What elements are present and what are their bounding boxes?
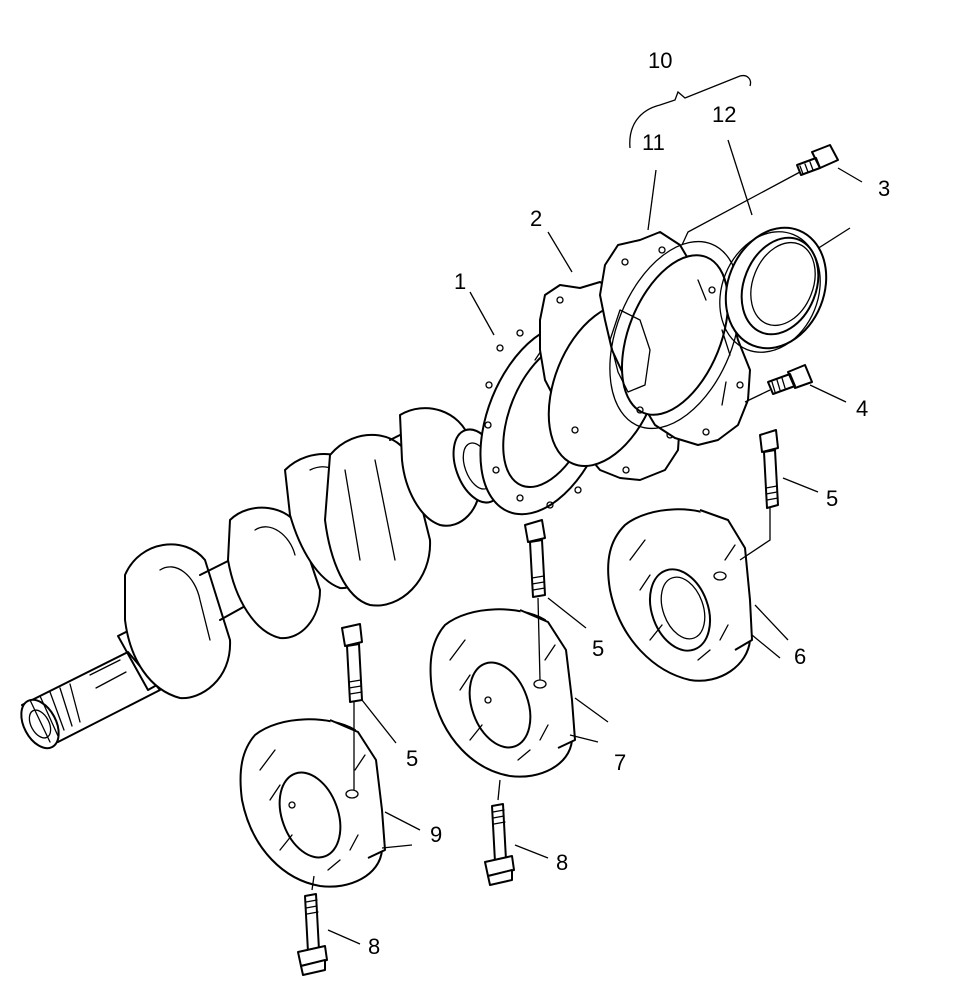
callout-5b: 5 [592,636,604,661]
bolt-icon [297,893,328,976]
callout-5c: 5 [406,746,418,771]
bolt-icon [524,519,546,598]
callout-10: 10 [648,48,672,73]
callout-5a: 5 [826,486,838,511]
callout-1: 1 [454,269,466,294]
bearing-cap-icon [607,508,753,682]
bolt-icon [796,144,839,176]
callout-6: 6 [794,644,806,669]
callout-8b: 8 [368,934,380,959]
bolt-icon [767,364,813,395]
callout-12: 12 [712,102,736,127]
callout-11: 11 [642,130,665,155]
callout-9: 9 [430,822,442,847]
bolt-icon [759,429,779,509]
callout-8a: 8 [556,850,568,875]
crankshaft-icon [20,407,504,750]
bolt-icon [484,803,515,886]
bolt-icon [341,623,363,703]
callout-labels: 1 2 3 4 5 5 5 6 7 8 8 9 10 11 12 [368,48,890,959]
leader-lines [311,74,863,945]
callout-4: 4 [856,396,868,421]
bearing-cap-icon [239,718,386,888]
callout-3: 3 [878,176,890,201]
oil-seal-icon [719,226,828,353]
callout-7: 7 [614,750,626,775]
seal-retainer-icon [599,231,751,446]
bearing-cap-icon [429,608,576,778]
callout-2: 2 [530,206,542,231]
